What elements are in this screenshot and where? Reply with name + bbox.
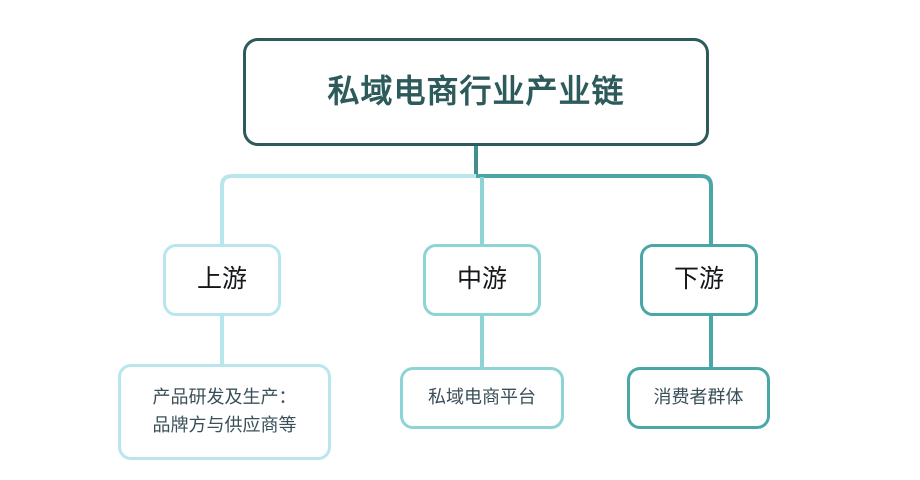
node-tier-downstream-label: 下游: [673, 265, 724, 294]
node-root-label: 私域电商行业产业链: [327, 73, 625, 110]
node-leaf-upstream-label: 产品研发及生产： 品牌方与供应商等: [152, 387, 297, 435]
node-leaf-midstream[interactable]: 私域电商平台: [400, 367, 564, 429]
node-leaf-downstream-label: 消费者群体: [653, 387, 744, 408]
node-tier-midstream-label: 中游: [456, 265, 507, 294]
node-tier-upstream[interactable]: 上游: [163, 244, 281, 316]
node-leaf-upstream[interactable]: 产品研发及生产： 品牌方与供应商等: [118, 364, 331, 460]
node-leaf-downstream[interactable]: 消费者群体: [627, 367, 770, 429]
node-tier-midstream[interactable]: 中游: [423, 244, 541, 316]
node-tier-downstream[interactable]: 下游: [640, 244, 758, 316]
node-root-title[interactable]: 私域电商行业产业链: [243, 38, 709, 146]
connector-rail-downstream: [476, 174, 713, 244]
connector-rail-upstream: [220, 174, 476, 244]
node-leaf-midstream-label: 私域电商平台: [428, 387, 536, 408]
node-tier-upstream-label: 上游: [196, 265, 247, 294]
